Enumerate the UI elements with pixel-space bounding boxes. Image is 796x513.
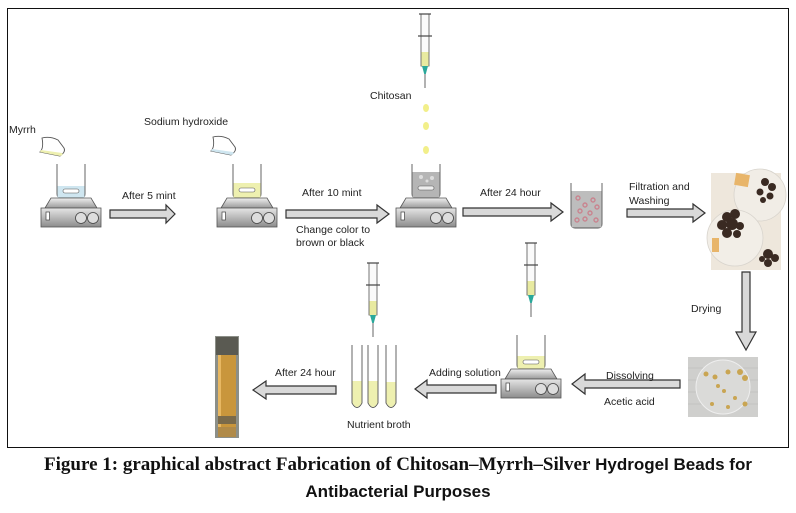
label-after-24-hour-top: After 24 hour: [480, 187, 541, 199]
chitosan-syringe-icon: [417, 13, 433, 89]
test-tube-syringe-icon: [365, 262, 381, 338]
tube-result-photo: [215, 336, 239, 438]
dissolving-syringe-icon: [523, 242, 539, 318]
label-adding-solution: Adding solution: [429, 367, 501, 379]
label-nutrient-broth: Nutrient broth: [347, 419, 411, 431]
arrow-down-icon: [734, 271, 758, 352]
stirrer-beaker-water-icon: [40, 164, 102, 228]
arrow-left-icon: [571, 372, 681, 396]
label-after-24-hour-bottom: After 24 hour: [275, 367, 336, 379]
label-myrrh: Myrrh: [9, 124, 36, 136]
arrow-left-icon: [251, 379, 337, 401]
caption-sans-part: Hydrogel Beads for: [590, 455, 752, 474]
label-change-color-1: Change color to: [296, 224, 371, 236]
chitosan-drops-icon: [423, 104, 429, 154]
arrow-left-icon: [414, 378, 497, 400]
stirrer-beaker-myrrh-icon: [216, 164, 278, 228]
label-after-5-mint: After 5 mint: [122, 190, 176, 202]
caption-line-2: Antibacterial Purposes: [305, 482, 491, 501]
nutrient-broth-tubes-icon: [351, 345, 397, 408]
figure-frame: [7, 8, 789, 448]
caption-serif-part: Figure 1: graphical abstract Fabrication…: [44, 454, 591, 475]
label-acetic-acid: Acetic acid: [604, 396, 655, 408]
figure-caption: Figure 1: graphical abstract Fabrication…: [0, 452, 796, 506]
arrow-right-icon: [462, 201, 564, 223]
label-dissolving: Dissolving: [606, 370, 654, 382]
stirrer-beaker-solution-icon: [500, 335, 562, 399]
stirrer-beaker-gray-icon: [395, 164, 457, 228]
label-drying: Drying: [691, 303, 722, 315]
label-after-10-mint: After 10 mint: [302, 187, 362, 199]
label-change-color-2: brown or black: [296, 237, 365, 249]
arrow-right-icon: [109, 203, 176, 225]
beads-beaker-icon: [570, 183, 603, 229]
label-filtration: Filtration and: [629, 181, 690, 193]
arrow-right-icon: [626, 202, 706, 224]
label-chitosan: Chitosan: [370, 90, 412, 102]
arrow-right-icon: [285, 203, 390, 225]
label-sodium-hydroxide: Sodium hydroxide: [144, 116, 229, 128]
dried-beads-photo: [688, 357, 758, 417]
naoh-pouring-beaker-icon: [210, 135, 236, 156]
label-washing: Washing: [629, 195, 670, 207]
myrrh-pouring-beaker-icon: [39, 136, 65, 157]
washed-beads-photo: [706, 168, 787, 270]
